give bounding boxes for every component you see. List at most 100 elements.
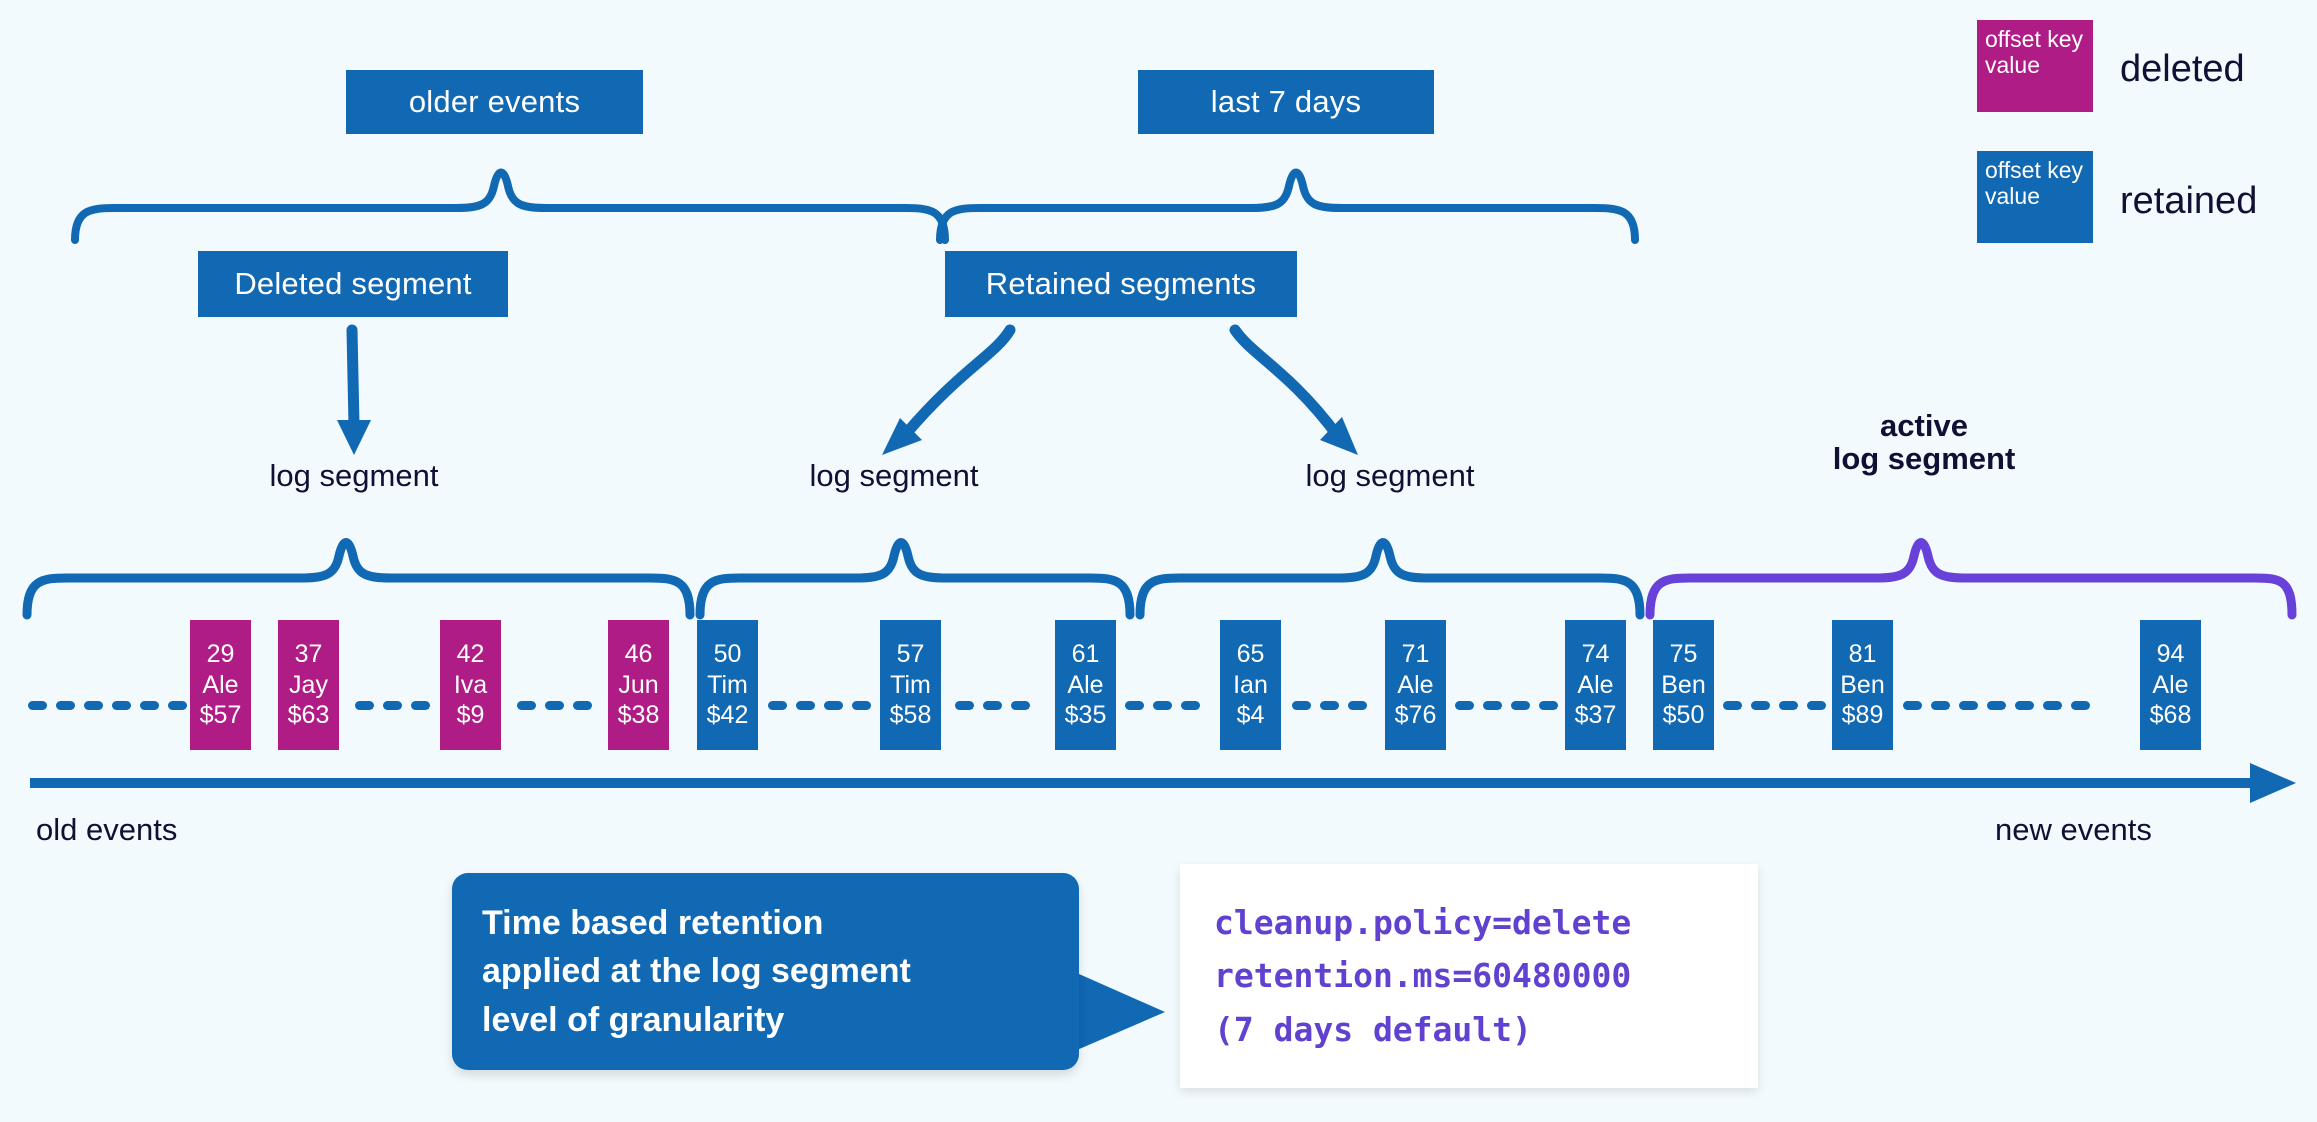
group-label-older-events: older events <box>346 70 643 134</box>
record-value: $4 <box>1236 701 1265 730</box>
record-offset: 65 <box>1236 640 1265 669</box>
record-box[interactable]: 74 Ale $37 <box>1565 620 1626 750</box>
legend-label-deleted-text: deleted <box>2120 48 2245 90</box>
record-key: Jun <box>618 670 659 699</box>
brace-log-segment-2 <box>695 538 1135 620</box>
legend-label-retained-text: retained <box>2120 180 2258 222</box>
legend-chip-line-offset: offset <box>1985 26 2041 52</box>
record-gap-dots <box>955 700 1030 710</box>
record-box[interactable]: 46 Jun $38 <box>608 620 669 750</box>
record-key: Ale <box>1577 670 1614 699</box>
record-offset: 75 <box>1669 640 1698 669</box>
record-key: Ale <box>202 670 239 699</box>
record-value: $42 <box>706 701 749 730</box>
brace-older-events <box>71 168 949 244</box>
record-offset: 50 <box>713 640 742 669</box>
record-offset: 61 <box>1071 640 1100 669</box>
legend-chip-line-key: key <box>2047 157 2084 183</box>
record-offset: 42 <box>456 640 485 669</box>
record-value: $68 <box>2149 701 2192 730</box>
record-gap-dots <box>1125 700 1200 710</box>
group-label-last-7-days-text: last 7 days <box>1210 84 1362 119</box>
record-offset: 57 <box>896 640 925 669</box>
config-code-line-1: cleanup.policy=delete <box>1214 903 1632 942</box>
retention-callout-line-3: level of granularity <box>482 1000 785 1039</box>
record-key: Jay <box>289 670 328 699</box>
record-offset: 94 <box>2156 640 2185 669</box>
legend-label-deleted: deleted <box>2120 48 2245 91</box>
legend-chip-line-value: value <box>1985 183 2040 210</box>
record-offset: 46 <box>624 640 653 669</box>
time-axis-arrowhead <box>2250 763 2296 803</box>
config-code-card: cleanup.policy=delete retention.ms=60480… <box>1180 864 1758 1089</box>
brace-log-segment-3 <box>1135 538 1645 620</box>
label-active-log-segment-line2: log segment <box>1832 440 2016 476</box>
record-value: $57 <box>199 701 242 730</box>
record-key: Tim <box>890 670 931 699</box>
config-code-line-2: retention.ms=60480000 <box>1214 956 1632 996</box>
record-box[interactable]: 75 Ben $50 <box>1653 620 1714 750</box>
arrow-deleted-segment-head <box>337 420 371 455</box>
record-key: Ian <box>1233 670 1268 699</box>
record-key: Ben <box>1661 670 1706 699</box>
record-key: Ben <box>1840 670 1885 699</box>
record-box[interactable]: 65 Ian $4 <box>1220 620 1281 750</box>
record-offset: 81 <box>1848 640 1877 669</box>
record-offset: 74 <box>1581 640 1610 669</box>
record-box[interactable]: 57 Tim $58 <box>880 620 941 750</box>
record-value: $50 <box>1662 701 1705 730</box>
legend-chip-retained: offset key value <box>1977 151 2093 243</box>
group-label-last-7-days: last 7 days <box>1138 70 1434 134</box>
legend-chip-line-key: key <box>2047 26 2084 52</box>
arrow-retained-right-head <box>1320 417 1358 455</box>
arrow-retained-right <box>1229 324 1343 441</box>
retention-callout-bubble: Time based retention applied at the log … <box>452 873 1079 1070</box>
label-log-segment-1-text: log segment <box>269 458 439 493</box>
record-gap-dots <box>355 700 430 710</box>
legend-label-retained: retained <box>2120 180 2257 223</box>
record-value: $89 <box>1841 701 1884 730</box>
legend-chip-line-offset: offset <box>1985 157 2041 183</box>
record-key: Ale <box>1397 670 1434 699</box>
record-box[interactable]: 29 Ale $57 <box>190 620 251 750</box>
legend-chip-deleted: offset key value <box>1977 20 2093 112</box>
record-gap-dots <box>1903 700 2090 710</box>
legend-chip-line-value: value <box>1985 52 2040 79</box>
record-gap-dots <box>1292 700 1367 710</box>
record-gap-dots <box>517 700 592 710</box>
record-box[interactable]: 71 Ale $76 <box>1385 620 1446 750</box>
record-value: $37 <box>1574 701 1617 730</box>
record-box[interactable]: 50 Tim $42 <box>697 620 758 750</box>
record-box[interactable]: 37 Jay $63 <box>278 620 339 750</box>
record-value: $76 <box>1394 701 1437 730</box>
brace-last-7-days <box>936 168 1639 244</box>
record-offset: 71 <box>1401 640 1430 669</box>
record-gap-dots <box>1455 700 1558 710</box>
record-value: $58 <box>889 701 932 730</box>
axis-label-old-events-text: old events <box>36 812 178 847</box>
label-active-log-segment: active log segment <box>1774 409 2074 476</box>
label-log-segment-2-text: log segment <box>809 458 979 493</box>
axis-label-old-events: old events <box>36 812 177 848</box>
brace-active-log-segment <box>1645 538 2297 620</box>
record-gap-dots <box>768 700 871 710</box>
record-box[interactable]: 94 Ale $68 <box>2140 620 2201 750</box>
record-box[interactable]: 81 Ben $89 <box>1832 620 1893 750</box>
arrow-deleted-segment <box>346 324 360 431</box>
record-value: $38 <box>617 701 660 730</box>
label-log-segment-3-text: log segment <box>1305 458 1475 493</box>
record-key: Ale <box>2152 670 2189 699</box>
label-log-segment-3: log segment <box>1240 458 1540 494</box>
record-value: $35 <box>1064 701 1107 730</box>
record-key: Ale <box>1067 670 1104 699</box>
record-gap-dots <box>1723 700 1826 710</box>
record-key: Tim <box>707 670 748 699</box>
record-box[interactable]: 42 Iva $9 <box>440 620 501 750</box>
record-box[interactable]: 61 Ale $35 <box>1055 620 1116 750</box>
record-value: $63 <box>287 701 330 730</box>
callout-retained-segments: Retained segments <box>945 251 1297 317</box>
label-log-segment-2: log segment <box>744 458 1044 494</box>
arrow-retained-left <box>899 324 1016 441</box>
